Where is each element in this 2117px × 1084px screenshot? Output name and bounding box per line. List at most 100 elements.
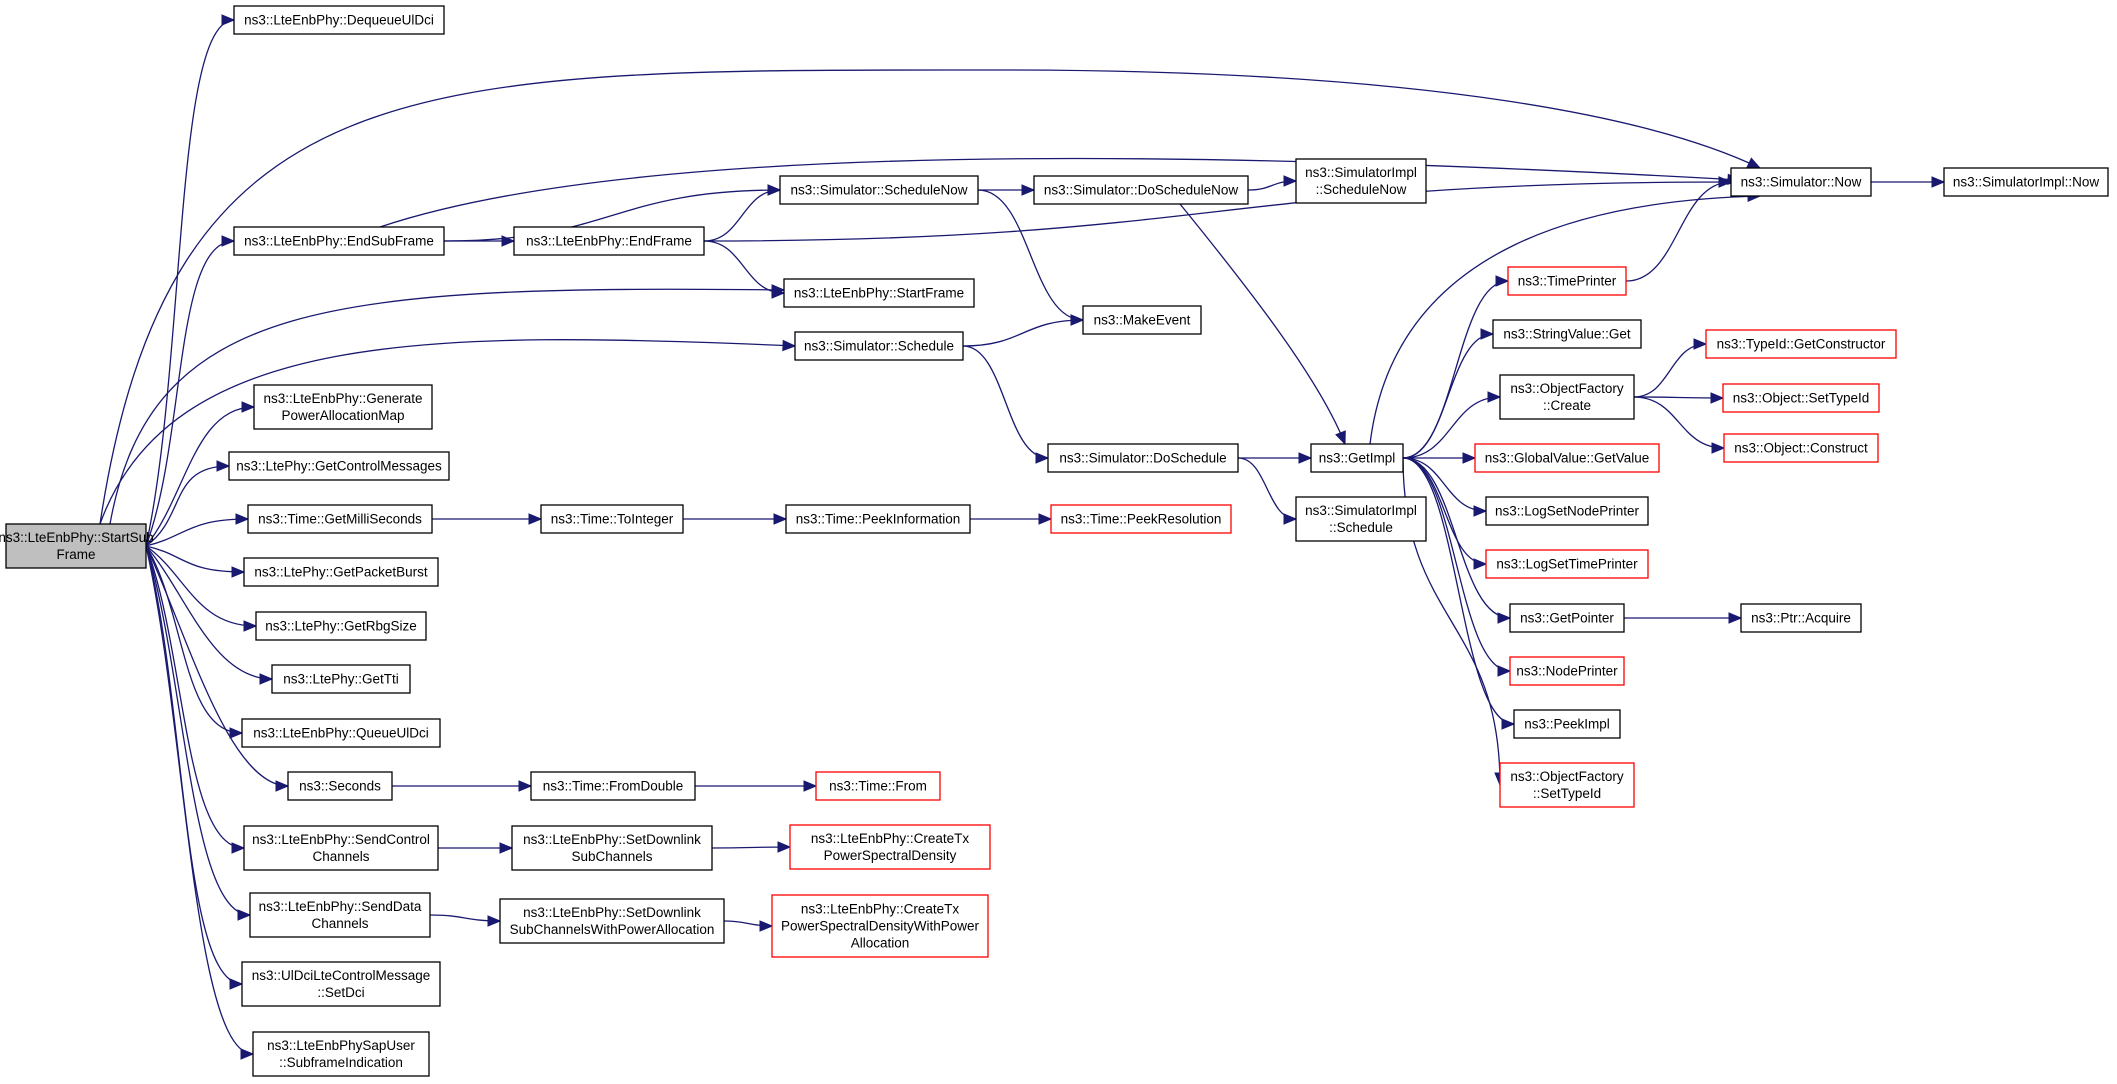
node-fromdouble-box: [530, 771, 696, 801]
node-seconds[interactable]: ns3::Seconds: [287, 771, 393, 801]
edge-ofcreate-to-objconstruct-arrowhead: [1711, 442, 1726, 454]
node-ofcreate[interactable]: ns3::ObjectFactory::Create: [1499, 374, 1635, 420]
node-dosnow-box: [1033, 175, 1249, 205]
node-objconstruct[interactable]: ns3::Object::Construct: [1723, 433, 1879, 463]
node-toint-box: [540, 504, 684, 534]
node-subind-box: [252, 1031, 430, 1077]
node-createtxpow-label-line-2: Allocation: [851, 936, 910, 951]
node-gvget[interactable]: ns3::GlobalValue::GetValue: [1474, 443, 1660, 473]
edge-timeprinter-to-simnow-arrowhead: [1718, 176, 1733, 188]
node-toint-label-line-0: ns3::Time::ToInteger: [551, 512, 674, 527]
node-setdci[interactable]: ns3::UlDciLteControlMessage::SetDci: [241, 961, 441, 1007]
node-dosnow[interactable]: ns3::Simulator::DoScheduleNow: [1033, 175, 1249, 205]
node-peekinfo[interactable]: ns3::Time::PeekInformation: [785, 504, 971, 534]
node-simnow-label-line-0: ns3::Simulator::Now: [1741, 175, 1862, 190]
node-getimpl[interactable]: ns3::GetImpl: [1310, 443, 1404, 473]
node-simnow[interactable]: ns3::Simulator::Now: [1730, 167, 1872, 197]
node-nodeprinter[interactable]: ns3::NodePrinter: [1509, 656, 1625, 686]
node-peekimpl-box: [1513, 709, 1621, 739]
node-peekres-box: [1050, 504, 1232, 534]
node-getimpl-box: [1310, 443, 1404, 473]
edge-root-to-getpkt-arrowhead: [231, 566, 246, 578]
node-getctor[interactable]: ns3::TypeId::GetConstructor: [1705, 329, 1897, 359]
edge-root-to-startframe: [109, 288, 785, 525]
node-ptracquire[interactable]: ns3::Ptr::Acquire: [1740, 603, 1862, 633]
node-setdlpow-label-line-1: SubChannelsWithPowerAllocation: [510, 922, 715, 937]
node-senddata-label-line-0: ns3::LteEnbPhy::SendData: [259, 899, 422, 914]
node-makeevent-label-line-0: ns3::MakeEvent: [1094, 313, 1191, 328]
node-nodeprinter-box: [1509, 656, 1625, 686]
node-gettti-box: [271, 664, 411, 694]
node-createtx[interactable]: ns3::LteEnbPhy::CreateTxPowerSpectralDen…: [789, 824, 991, 870]
node-getms[interactable]: ns3::Time::GetMilliSeconds: [247, 504, 433, 534]
node-logtime-label-line-0: ns3::LogSetTimePrinter: [1496, 557, 1638, 572]
edge-root-to-senddata-arrowhead: [237, 909, 252, 921]
edge-ofcreate-to-objsettype-arrowhead: [1710, 392, 1725, 404]
node-dosched[interactable]: ns3::Simulator::DoSchedule: [1047, 443, 1239, 473]
edge-peekinfo-to-peekres-arrowhead: [1038, 513, 1053, 525]
node-startframe[interactable]: ns3::LteEnbPhy::StartFrame: [783, 278, 975, 308]
node-simimplsnow-label-line-0: ns3::SimulatorImpl: [1305, 165, 1417, 180]
node-createtxpow-label-line-0: ns3::LteEnbPhy::CreateTx: [801, 902, 960, 917]
node-peekres[interactable]: ns3::Time::PeekResolution: [1050, 504, 1232, 534]
edge-endsub-to-simnow: [379, 157, 1741, 228]
node-endframe[interactable]: ns3::LteEnbPhy::EndFrame: [513, 226, 705, 256]
node-toint[interactable]: ns3::Time::ToInteger: [540, 504, 684, 534]
node-lognode-box: [1485, 496, 1649, 526]
node-seconds-label-line-0: ns3::Seconds: [299, 779, 381, 794]
edge-endframe-to-schednow-arrowhead: [767, 184, 782, 196]
node-lognode[interactable]: ns3::LogSetNodePrinter: [1485, 496, 1649, 526]
node-logtime[interactable]: ns3::LogSetTimePrinter: [1485, 549, 1649, 579]
edge-root-to-seconds: [145, 545, 289, 787]
node-setdlpow[interactable]: ns3::LteEnbPhy::SetDownlinkSubChannelsWi…: [499, 898, 725, 944]
edge-root-to-senddata: [145, 545, 251, 916]
node-simimplsched[interactable]: ns3::SimulatorImpl::Schedule: [1295, 496, 1427, 542]
node-objsettype[interactable]: ns3::Object::SetTypeId: [1722, 383, 1880, 413]
node-subind-label-line-0: ns3::LteEnbPhySapUser: [267, 1038, 415, 1053]
node-sendctrl-label-line-0: ns3::LteEnbPhy::SendControl: [252, 832, 430, 847]
node-makeevent[interactable]: ns3::MakeEvent: [1082, 305, 1202, 335]
edge-getimpl-to-strget-arrowhead: [1480, 328, 1495, 340]
node-simimplsnow[interactable]: ns3::SimulatorImpl::ScheduleNow: [1295, 158, 1427, 204]
node-subind[interactable]: ns3::LteEnbPhySapUser::SubframeIndicatio…: [252, 1031, 430, 1077]
node-simimplnow[interactable]: ns3::SimulatorImpl::Now: [1943, 167, 2109, 197]
node-ofsettype[interactable]: ns3::ObjectFactory::SetTypeId: [1499, 762, 1635, 808]
node-peekinfo-label-line-0: ns3::Time::PeekInformation: [796, 512, 961, 527]
node-from-box: [815, 771, 941, 801]
node-peekimpl[interactable]: ns3::PeekImpl: [1513, 709, 1621, 739]
node-sched[interactable]: ns3::Simulator::Schedule: [794, 331, 964, 361]
node-gettti[interactable]: ns3::LtePhy::GetTti: [271, 664, 411, 694]
node-nodeprinter-label-line-0: ns3::NodePrinter: [1516, 664, 1618, 679]
node-schednow[interactable]: ns3::Simulator::ScheduleNow: [779, 175, 979, 205]
edge-root-to-sched-arrowhead: [782, 339, 797, 352]
node-genpow[interactable]: ns3::LteEnbPhy::GeneratePowerAllocationM…: [253, 384, 433, 430]
edge-root-to-simnow-arrowhead: [1746, 157, 1762, 169]
node-dequeue[interactable]: ns3::LteEnbPhy::DequeueUlDci: [233, 5, 445, 35]
edge-getimpl-to-nodeprinter-arrowhead: [1497, 665, 1512, 677]
edge-getimpl-to-nodeprinter: [1402, 457, 1511, 672]
edge-sched-to-dosched: [962, 345, 1049, 459]
node-strget[interactable]: ns3::StringValue::Get: [1492, 319, 1642, 349]
edge-root-to-dequeue: [145, 19, 235, 547]
node-from[interactable]: ns3::Time::From: [815, 771, 941, 801]
edge-getms-to-toint-arrowhead: [528, 513, 543, 525]
node-queue[interactable]: ns3::LteEnbPhy::QueueUlDci: [241, 718, 441, 748]
edge-endframe-to-simnow: [703, 181, 1732, 242]
node-createtxpow[interactable]: ns3::LteEnbPhy::CreateTxPowerSpectralDen…: [771, 894, 989, 958]
edge-root-to-queue: [145, 545, 243, 734]
node-getrbg[interactable]: ns3::LtePhy::GetRbgSize: [255, 611, 427, 641]
node-getctrl[interactable]: ns3::LtePhy::GetControlMessages: [228, 451, 450, 481]
edge-dosnow-to-getimpl: [1179, 203, 1346, 445]
node-endsub[interactable]: ns3::LteEnbPhy::EndSubFrame: [233, 226, 445, 256]
node-timeprinter[interactable]: ns3::TimePrinter: [1507, 266, 1627, 296]
edge-root-to-getrbg-arrowhead: [243, 620, 258, 632]
node-fromdouble[interactable]: ns3::Time::FromDouble: [530, 771, 696, 801]
node-getpkt[interactable]: ns3::LtePhy::GetPacketBurst: [243, 557, 439, 587]
node-getptr[interactable]: ns3::GetPointer: [1509, 603, 1625, 633]
edge-root-to-genpow-arrowhead: [241, 401, 256, 413]
node-endsub-box: [233, 226, 445, 256]
